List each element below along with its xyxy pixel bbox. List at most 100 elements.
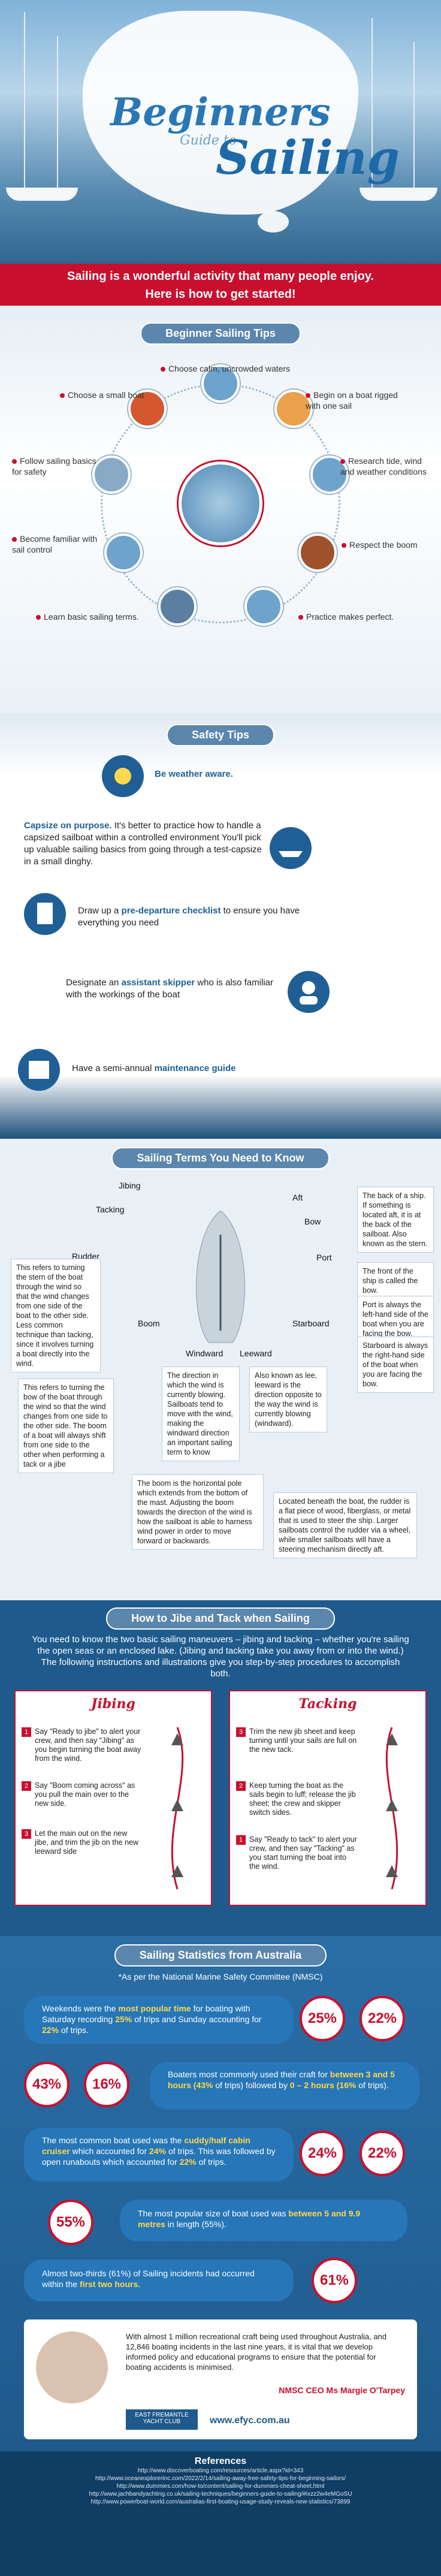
safety-maintenance: Have a semi-annual maintenance guide: [72, 1063, 236, 1073]
tip-label: Choose calm, uncrowded waters: [161, 363, 290, 374]
tip-photo: [158, 587, 197, 626]
skipper-icon: [288, 971, 330, 1013]
safety-weather: Be weather aware.: [155, 769, 233, 779]
term-leeward: Leeward: [240, 1349, 272, 1358]
tip-photo: [128, 390, 167, 428]
term-starboard: Starboard: [292, 1319, 330, 1328]
tip-photo: [244, 587, 283, 626]
mast: [413, 42, 415, 192]
def-windward: The direction in which the wind is curre…: [162, 1367, 240, 1461]
def-rudder: Located beneath the boat, the rudder is …: [273, 1492, 417, 1558]
mast: [57, 36, 58, 192]
safety-skipper: Designate an assistant skipper who is al…: [66, 978, 274, 1000]
title-guide-to: Guide to: [180, 133, 237, 148]
step-number: 1: [236, 1835, 246, 1845]
tacking-card: Tacking 3 Trim the new jib sheet and kee…: [229, 1690, 427, 1906]
section-heading: Sailing Terms You Need to Know: [0, 1145, 441, 1169]
reference-link[interactable]: http://www.discoverboating.com/resources…: [137, 2468, 304, 2474]
section-heading-text: How to Jibe and Tack when Sailing: [106, 1607, 335, 1630]
quote-card: With almost 1 million recreational craft…: [24, 2319, 417, 2439]
step-number: 1: [22, 1727, 31, 1737]
statistics-section: Sailing Statistics from Australia *As pe…: [0, 1936, 441, 2451]
boat-hull: [360, 188, 437, 201]
step-number: 3: [236, 1727, 246, 1737]
quote-text: With almost 1 million recreational craft…: [126, 2332, 387, 2372]
term-boom: Boom: [138, 1319, 160, 1328]
intro-line: Here is how to get started!: [145, 288, 296, 301]
mast: [24, 12, 25, 192]
tip-label: Research tide, wind and weather conditio…: [340, 456, 427, 476]
jibe-tack-section: How to Jibe and Tack when Sailing You ne…: [0, 1600, 441, 1936]
section-heading-text: Sailing Terms You Need to Know: [111, 1147, 330, 1169]
tip-label: Practice makes perfect.: [298, 611, 394, 622]
jibing-step: Say "Ready to jibe" to alert your crew, …: [35, 1727, 141, 1763]
step-number: 2: [22, 1781, 31, 1791]
hero-banner: Beginners Guide to Sailing: [0, 0, 441, 264]
jibe-tack-intro: You need to know the two basic sailing m…: [32, 1634, 409, 1679]
reference-link[interactable]: http://www.dummies.com/how-to/content/sa…: [116, 2483, 325, 2490]
def-jibing: This refers to turning the bow of the bo…: [18, 1379, 114, 1473]
reference-link[interactable]: http://www.powerboat-world.com/australia…: [90, 2499, 351, 2505]
title-beginners: Beginners: [110, 90, 331, 135]
tacking-step: Say "Ready to tack" to alert your crew, …: [249, 1835, 357, 1871]
def-boom: The boom is the horizontal pole which ex…: [132, 1474, 264, 1550]
stat-weekends: Weekends were the most popular time for …: [24, 1996, 294, 2044]
def-tacking: This refers to turning the stern of the …: [11, 1259, 101, 1373]
jibing-step: Say "Boom coming across" as you pull the…: [35, 1781, 135, 1808]
stat-circle: 22%: [360, 2131, 405, 2176]
reference-link[interactable]: http://www.jachbandyachting.co.uk/sailin…: [89, 2491, 352, 2497]
safety-checklist: Draw up a pre-departure checklist to ens…: [78, 906, 300, 928]
jibing-step: Let the main out on the new jibe, and tr…: [35, 1829, 139, 1856]
tip-label: Respect the boom: [342, 539, 418, 550]
intro-banner: Sailing is a wonderful activity that man…: [0, 264, 441, 306]
section-heading: Sailing Statistics from Australia: [0, 1942, 441, 1966]
def-aft: The back of a ship. If something is loca…: [357, 1187, 434, 1253]
tip-label: Become familiar with sail control: [12, 534, 98, 554]
term-windward: Windward: [186, 1349, 223, 1358]
def-leeward: Also known as lee, leeward is the direct…: [249, 1367, 327, 1432]
section-heading: Safety Tips: [0, 722, 441, 746]
safety-tips-section: Safety Tips Be weather aware. Capsize on…: [0, 713, 441, 1139]
stat-boat-size: The most popular size of boat used was b…: [120, 2200, 407, 2242]
checklist-icon: [24, 893, 66, 935]
def-starboard: Starboard is always the right-hand side …: [357, 1337, 434, 1393]
jibing-card: Jibing 1 Say "Ready to jibe" to alert yo…: [14, 1690, 212, 1906]
stat-hours: Boaters most commonly used their craft f…: [150, 2062, 419, 2110]
safety-capsize: Capsize on purpose. It's better to pract…: [24, 821, 262, 867]
tip-photo: [92, 456, 131, 494]
tip-photo: [201, 364, 240, 403]
australia-map-shape: [83, 11, 358, 215]
tip-label: Learn basic sailing terms.: [36, 611, 139, 622]
sailing-terms-section: Sailing Terms You Need to Know Jibing Af…: [0, 1139, 441, 1600]
tip-photo: [274, 390, 313, 428]
capsized-boat-icon: [270, 827, 312, 869]
stat-circle: 55%: [48, 2200, 93, 2245]
club-website[interactable]: www.efyc.com.au: [210, 2415, 290, 2426]
references-section: References http://www.discoverboating.co…: [0, 2451, 441, 2576]
jibing-diagram: [171, 1727, 184, 1890]
tacking-step: Keep turning the boat as the sails begin…: [249, 1781, 356, 1817]
mast: [371, 18, 373, 192]
tacking-step: Trim the new jib sheet and keep turning …: [249, 1727, 357, 1754]
section-heading-text: Sailing Statistics from Australia: [114, 1944, 327, 1966]
stat-incidents: Almost two-thirds (61%) of Sailing incid…: [24, 2260, 294, 2301]
tips-wheel: [92, 364, 349, 626]
def-port: Port is always the left-hand side of the…: [357, 1296, 434, 1343]
stats-source: *As per the National Marine Safety Commi…: [118, 1972, 323, 1981]
stat-circle: 22%: [360, 1996, 405, 2041]
tip-label: Follow sailing basics for safety: [12, 456, 96, 476]
stat-circle: 25%: [300, 1996, 345, 2041]
def-bow: The front of the ship is called the bow.: [357, 1262, 434, 1299]
tip-photo: [298, 533, 337, 572]
term-tacking: Tacking: [96, 1205, 125, 1214]
intro-line: Sailing is a wonderful activity that man…: [67, 270, 374, 283]
boat-hull: [6, 188, 78, 201]
tip-photo: [104, 533, 143, 572]
reference-link[interactable]: http://www.oceanexplorerinc.com/2022/2/1…: [95, 2475, 346, 2482]
tacking-diagram: [385, 1727, 398, 1890]
step-number: 3: [22, 1829, 31, 1839]
section-heading: How to Jibe and Tack when Sailing: [0, 1605, 441, 1630]
term-bow: Bow: [304, 1217, 321, 1226]
